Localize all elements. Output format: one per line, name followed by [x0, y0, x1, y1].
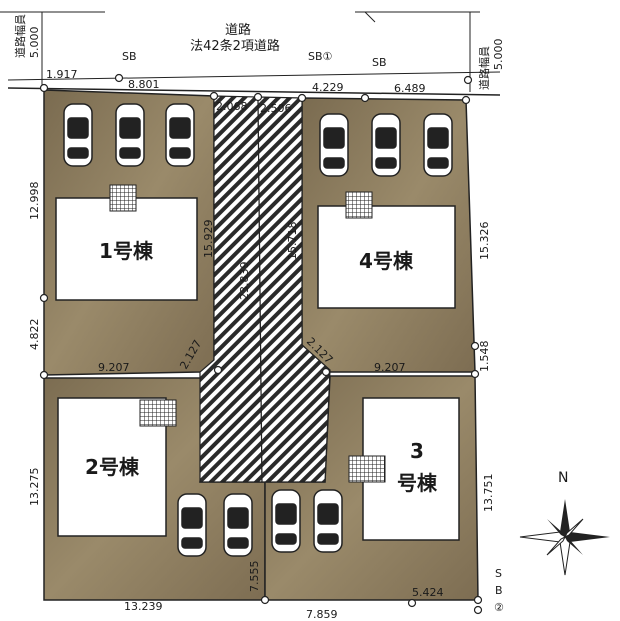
sb-marker-right: SB — [372, 56, 387, 69]
dim-15929: 15.929 — [202, 220, 215, 259]
sb1-marker: SB① — [308, 50, 333, 63]
sb2-marker-num: ② — [494, 601, 504, 614]
dim-13239: 13.239 — [124, 600, 163, 613]
dim-2068: 2.068 — [216, 100, 248, 113]
car-icon — [319, 113, 349, 177]
dim-7555: 7.555 — [248, 561, 261, 593]
building-4-label: 4号棟 — [359, 249, 414, 273]
road-subtitle: 法42条2項道路 — [190, 38, 280, 54]
cars — [63, 103, 453, 557]
dim-4229: 4.229 — [312, 81, 344, 94]
car-icon — [165, 103, 195, 167]
dim-1917: 1.917 — [46, 68, 78, 81]
dim-5424: 5.424 — [412, 586, 444, 599]
buildings — [55, 184, 460, 541]
road-width-right-value: 5.000 — [492, 39, 505, 71]
dim-15326: 15.326 — [478, 222, 491, 261]
dim-6489: 6.489 — [394, 82, 426, 95]
car-icon — [63, 103, 93, 167]
entrance-1 — [109, 184, 137, 212]
car-icon — [223, 493, 253, 557]
road-width-left-value: 5.000 — [28, 27, 41, 59]
entrance-3 — [348, 455, 386, 483]
road-title: 道路 — [225, 22, 251, 38]
entrance-4 — [345, 191, 373, 219]
dim-9207-left: 9.207 — [98, 361, 130, 374]
dim-7859: 7.859 — [306, 608, 338, 621]
building-3-label: 号棟 — [397, 471, 438, 495]
road-lines — [0, 11, 501, 96]
compass-icon — [519, 499, 610, 576]
dim-4822: 4.822 — [28, 319, 41, 351]
car-icon — [423, 113, 453, 177]
dim-9207-right: 9.207 — [374, 361, 406, 374]
dim-15718: 15.718 — [286, 222, 299, 261]
sb2-marker-b: B — [495, 584, 503, 597]
dim-23839: 23.839 — [238, 262, 251, 301]
dim-8801: 8.801 — [128, 78, 160, 91]
car-icon — [371, 113, 401, 177]
building-1 — [55, 197, 198, 301]
compass-north-label: N — [558, 470, 568, 486]
dim-2506: 2.506 — [260, 102, 292, 115]
sb2-marker-s: S — [495, 567, 502, 580]
building-3-number: 3 — [410, 439, 424, 463]
boundary-points — [39, 73, 483, 615]
car-icon — [271, 489, 301, 553]
road-width-right-label: 道路幅員 — [477, 46, 491, 90]
dim-13275: 13.275 — [28, 468, 41, 507]
entrance-2 — [139, 399, 177, 427]
dim-12998: 12.998 — [28, 182, 41, 221]
building-4 — [317, 205, 456, 309]
dim-1548: 1.548 — [478, 341, 491, 373]
dim-13751: 13.751 — [482, 474, 495, 513]
building-2-label: 2号棟 — [85, 455, 140, 479]
building-1-label: 1号棟 — [99, 239, 154, 263]
road-width-left-label: 道路幅員 — [13, 14, 27, 58]
car-icon — [115, 103, 145, 167]
car-icon — [313, 489, 343, 553]
car-icon — [177, 493, 207, 557]
sb-marker-left: SB — [122, 50, 137, 63]
